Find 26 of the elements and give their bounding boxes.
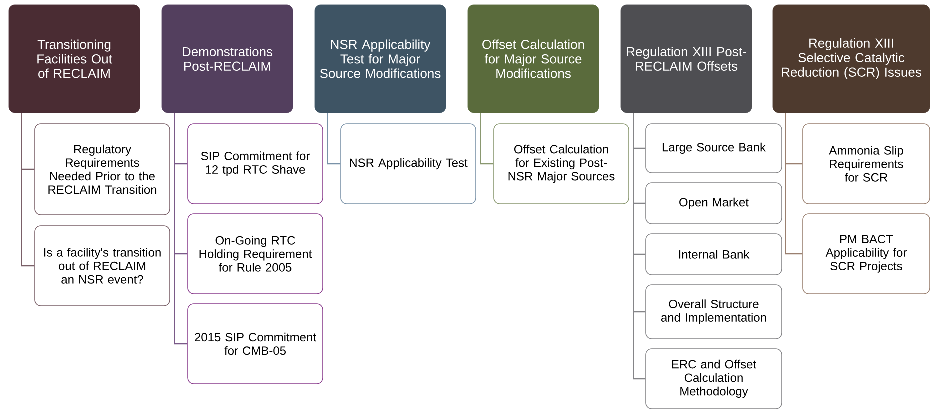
topic-box: Open Market <box>646 182 782 224</box>
category-box: Demonstrations Post-RECLAIM <box>162 4 294 114</box>
topic-box: 2015 SIP Commitment for CMB-05 <box>188 304 324 384</box>
topic-box: Large Source Bank <box>646 124 782 174</box>
topic-box: Internal Bank <box>646 234 782 276</box>
topic-box: PM BACT Applicability for SCR Projects <box>802 214 930 294</box>
topic-box: NSR Applicability Test <box>340 124 476 204</box>
topic-box: Is a facility's transition out of RECLAIM an NSR event? <box>34 226 170 306</box>
topic-box: Ammonia Slip Requirements for SCR <box>802 124 930 204</box>
connector-line <box>633 113 646 380</box>
connector-line <box>785 113 803 255</box>
category-box: Offset Calculation for Major Source Modifications <box>468 4 600 114</box>
category-box: Transitioning Facilities Out of RECLAIM <box>8 4 140 114</box>
topic-box: Overall Structure and Implementation <box>646 284 782 340</box>
connector-line <box>174 113 188 345</box>
category-box: NSR Applicability Test for Major Source Modifications <box>314 4 446 114</box>
topic-box: Offset Calculation for Existing Post-NSR Major Sources <box>494 124 630 204</box>
connector-line <box>480 113 494 165</box>
topic-box: Regulatory Requirements Needed Prior to the RECLAIM Transition <box>34 124 170 216</box>
topic-box: SIP Commitment for 12 tpd RTC Shave <box>188 124 324 204</box>
connector-line <box>21 113 35 267</box>
category-box: Regulation XIII Post-RECLAIM Offsets <box>620 4 752 114</box>
topic-box: ERC and Offset Calculation Methodology <box>646 348 782 410</box>
topic-box: On-Going RTC Holding Requirement for Rule 2005 <box>188 214 324 294</box>
category-box: Regulation XIII Selective Catalytic Reduction (SCR) Issues <box>772 4 930 114</box>
connector-line <box>327 113 341 165</box>
